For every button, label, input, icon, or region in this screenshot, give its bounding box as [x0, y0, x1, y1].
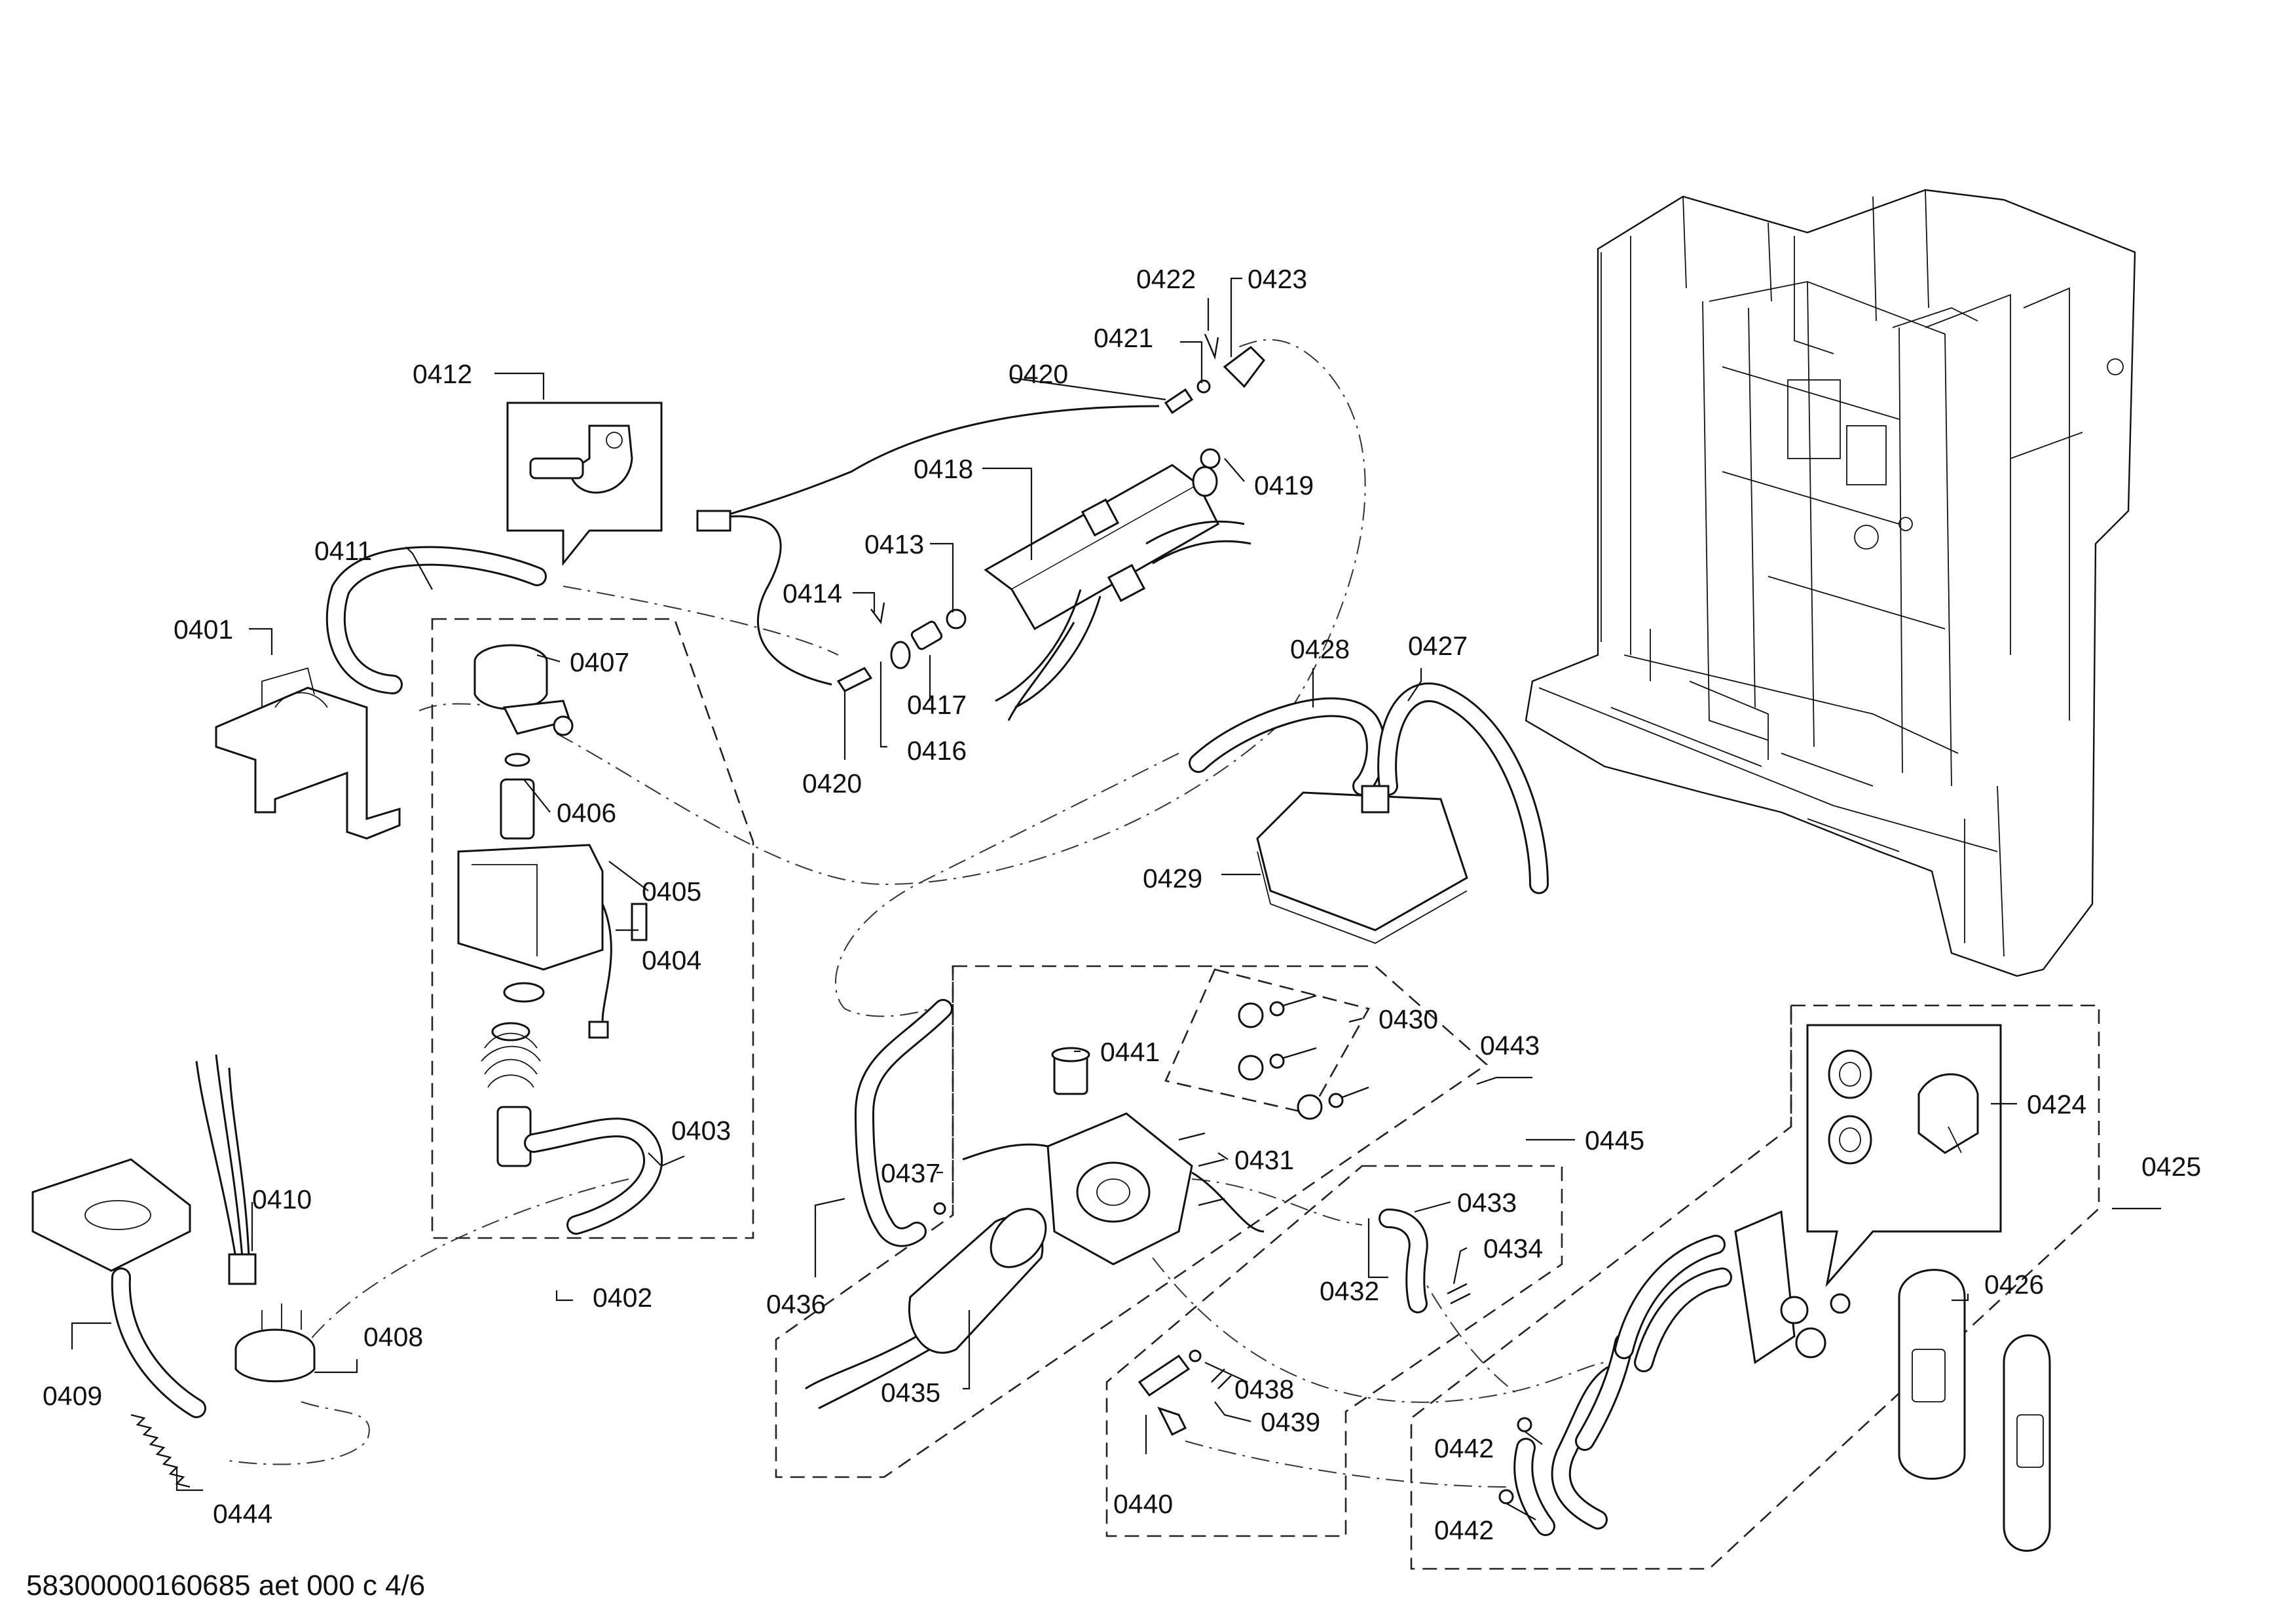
label-0425: 0425: [2141, 1152, 2201, 1182]
label-0417: 0417: [907, 690, 967, 720]
wire-harness-2: [720, 515, 832, 686]
hose-0403: [524, 1117, 663, 1235]
oring-0406: [504, 753, 530, 767]
valve-group-0425: [1614, 1210, 1851, 1372]
label-0420-lower: 0420: [802, 768, 862, 798]
label-0403: 0403: [671, 1116, 731, 1146]
label-0423: 0423: [1248, 264, 1307, 294]
elbow-0433: [1379, 1209, 1471, 1313]
valve-0407: [473, 644, 574, 736]
label-0401: 0401: [174, 614, 233, 645]
machine-frame: [1525, 189, 2136, 977]
label-0427: 0427: [1408, 631, 1468, 661]
hoses-0442: [1498, 1333, 1634, 1536]
label-0416: 0416: [907, 736, 967, 766]
fitting-0417: [910, 620, 943, 650]
label-0439: 0439: [1261, 1407, 1320, 1437]
label-0442-lower: 0442: [1434, 1515, 1494, 1545]
label-0438: 0438: [1234, 1374, 1294, 1404]
wire-harness: [707, 405, 1160, 522]
screws-0430: [1238, 994, 1369, 1120]
label-0440: 0440: [1113, 1489, 1173, 1519]
label-0411: 0411: [314, 536, 372, 566]
label-0424: 0424: [2027, 1089, 2086, 1119]
label-0437: 0437: [881, 1158, 940, 1188]
washer-0419: [1200, 448, 1221, 469]
fitting-0420-upper: [1164, 388, 1194, 415]
label-0422: 0422: [1136, 264, 1196, 294]
hoses-0428-0427: [1189, 683, 1549, 894]
label-0428: 0428: [1290, 634, 1350, 664]
label-0420-upper: 0420: [1009, 359, 1068, 389]
label-0436: 0436: [766, 1289, 826, 1319]
wires-0410: [195, 1054, 257, 1285]
label-0410: 0410: [252, 1184, 312, 1214]
tube-0436: [854, 999, 953, 1247]
clip-0422: [1204, 333, 1219, 360]
heater-0418: [984, 464, 1251, 721]
label-0434: 0434: [1483, 1233, 1543, 1264]
hose-0411: [325, 546, 547, 694]
label-0421: 0421: [1094, 323, 1153, 353]
label-0445: 0445: [1585, 1125, 1644, 1155]
bracket-0401: [215, 667, 401, 840]
label-0413: 0413: [864, 529, 924, 559]
tank-0429: [1256, 785, 1468, 944]
label-0429: 0429: [1143, 863, 1202, 893]
label-0405: 0405: [642, 876, 701, 907]
label-0444: 0444: [213, 1499, 272, 1529]
flowmeter-0409: [31, 1158, 206, 1418]
washer-0413: [946, 609, 967, 629]
label-0433: 0433: [1457, 1188, 1517, 1218]
label-0443: 0443: [1480, 1030, 1540, 1060]
label-0441: 0441: [1100, 1037, 1160, 1067]
part-labels: 0401 0402 0403 0404 0405 0406 0407 0408 …: [43, 264, 2201, 1545]
label-0414: 0414: [783, 578, 842, 609]
label-0412: 0412: [413, 359, 472, 389]
label-0418: 0418: [914, 454, 973, 484]
connector-0423: [1223, 346, 1265, 388]
label-0408: 0408: [363, 1322, 423, 1352]
label-0419: 0419: [1254, 470, 1314, 500]
spiral-0444: [130, 1414, 191, 1488]
document-id: 58300000160685 aet 000 c 4/6: [26, 1569, 425, 1602]
fitting-0420-lower: [836, 667, 873, 692]
label-0402: 0402: [593, 1283, 652, 1313]
label-0430: 0430: [1379, 1004, 1438, 1034]
label-0432: 0432: [1320, 1276, 1379, 1306]
pump-0405: [457, 778, 648, 1167]
label-0409: 0409: [43, 1381, 102, 1411]
cone-0435: [805, 1208, 1047, 1410]
detail-box-0424: [1806, 1024, 2002, 1288]
covers-0426: [1898, 1269, 2051, 1552]
leader-lines: [71, 277, 2161, 1520]
label-0407: 0407: [570, 647, 629, 677]
label-0404: 0404: [642, 945, 701, 975]
connector-plug: [696, 510, 731, 532]
fitting-0416: [890, 641, 911, 669]
clamp-detail-0412: [506, 402, 663, 567]
label-0426: 0426: [1984, 1269, 2044, 1300]
sensor-0408: [234, 1304, 316, 1383]
label-0442-upper: 0442: [1434, 1433, 1494, 1463]
clip-0414: [870, 602, 885, 624]
connection-lines: [229, 339, 1605, 1488]
washer-0421: [1196, 379, 1211, 394]
label-0406: 0406: [557, 798, 616, 828]
fittings-0440: [1138, 1349, 1232, 1436]
label-0435: 0435: [881, 1378, 940, 1408]
label-0431: 0431: [1234, 1145, 1294, 1175]
